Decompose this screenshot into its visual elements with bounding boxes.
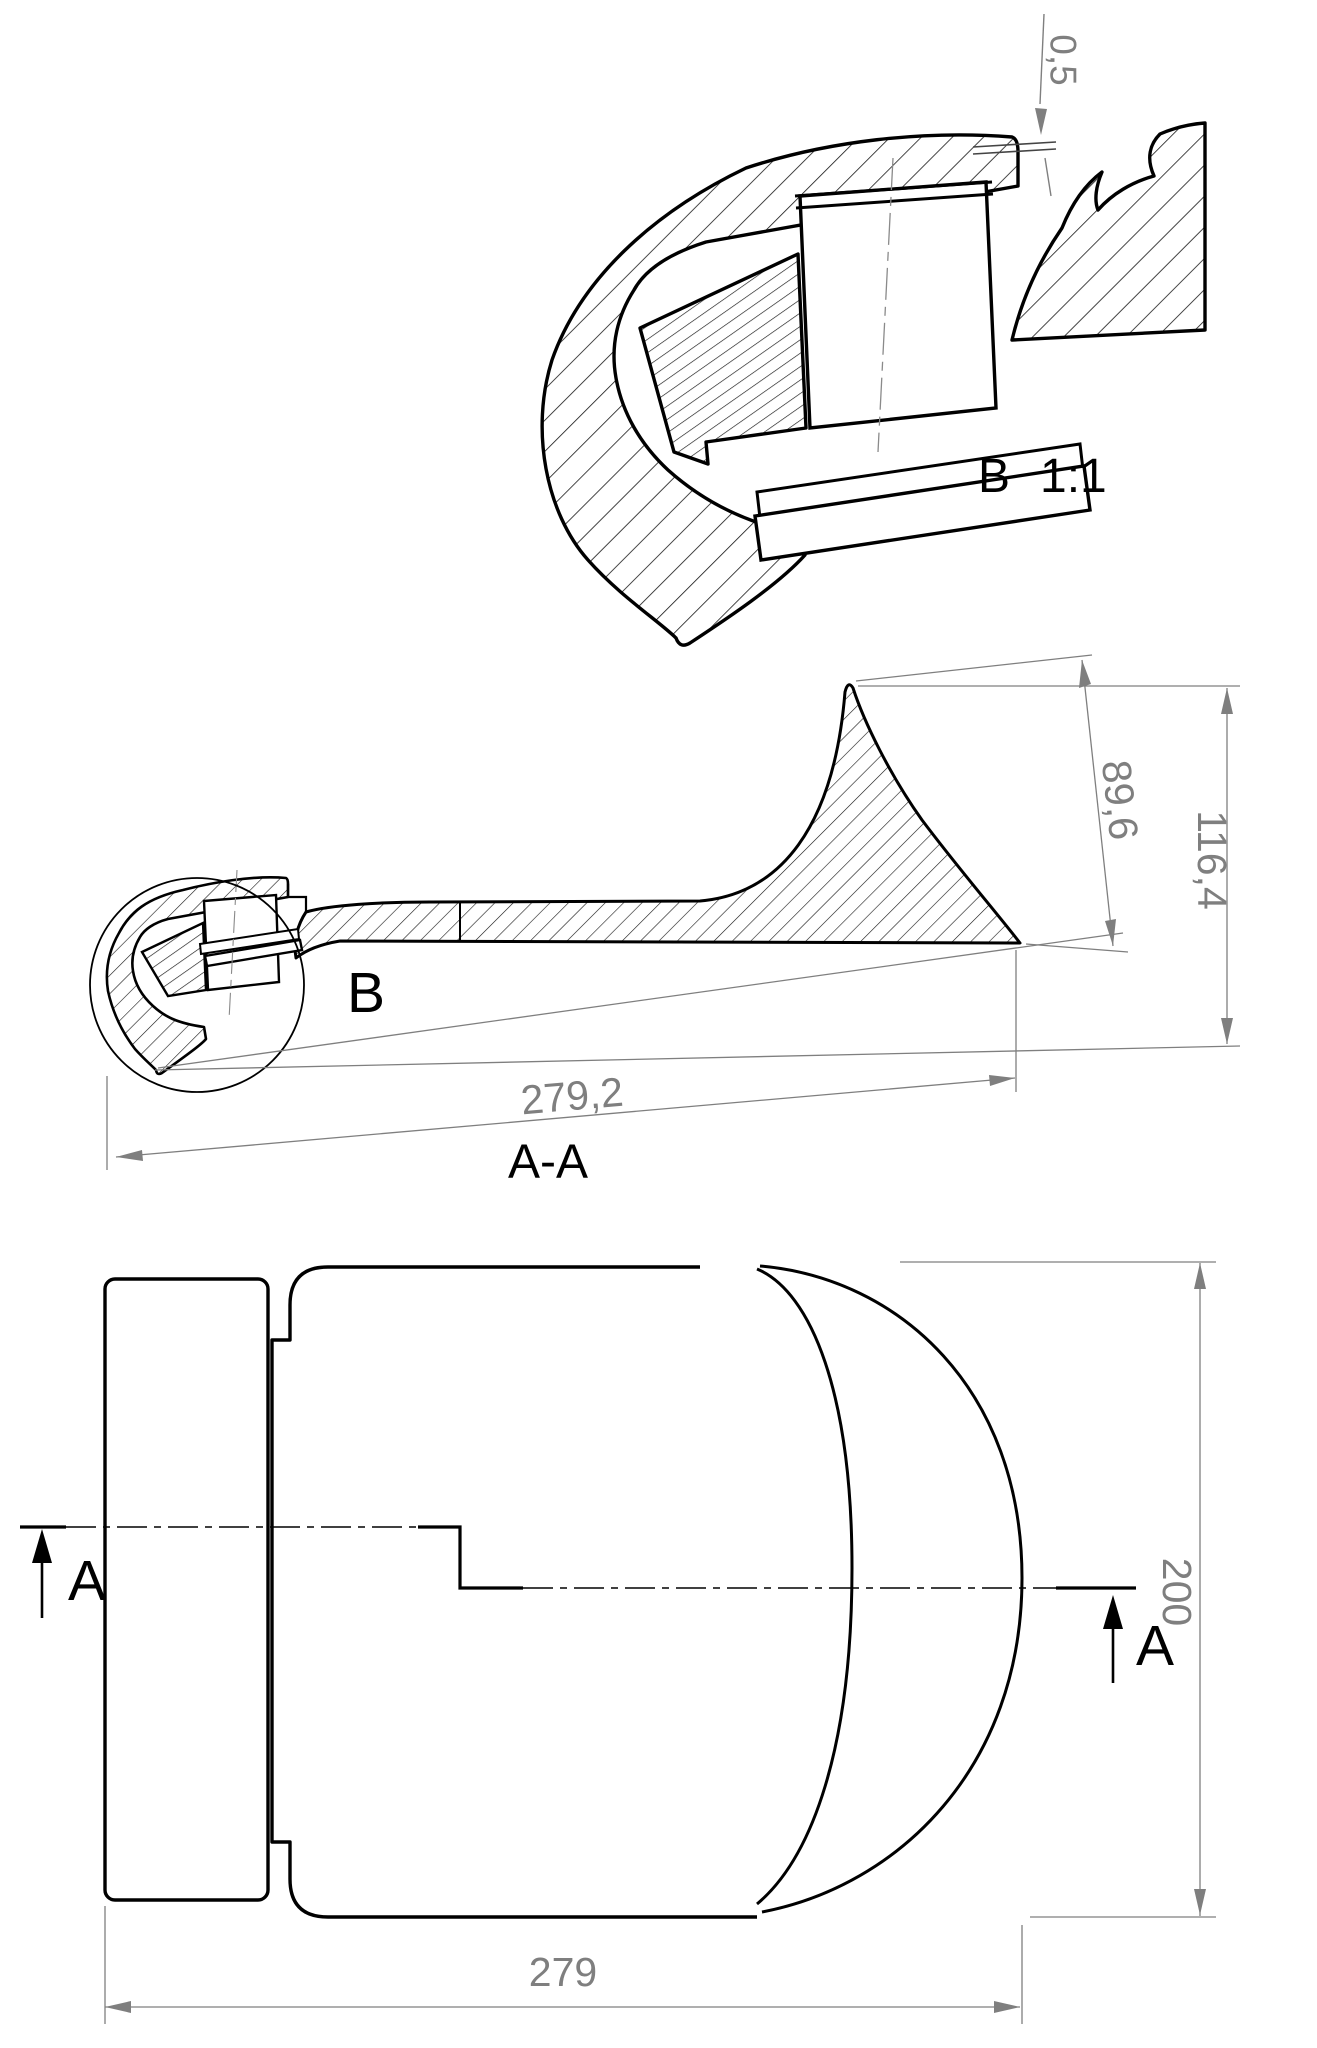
detail-clamp-hatch: [638, 252, 808, 466]
dim-gap-arrow: [1035, 108, 1047, 135]
section-hook: [105, 876, 290, 1076]
plan-section-cut-line: [20, 1525, 1136, 1590]
dim-upper-height: 89,6: [1079, 659, 1147, 947]
detail-mating-part: [1010, 121, 1207, 342]
detail-title-scale: 1:1: [1040, 450, 1107, 503]
plan-left-plate: [103, 1277, 270, 1902]
detail-bolt-centerline: [877, 157, 894, 453]
section-arrow-left-label: A: [68, 1549, 106, 1613]
dim-plan-width: 200: [900, 1261, 1216, 1918]
dim-overall-height-value: 116,4: [1189, 810, 1235, 910]
dim-section-length-value: 279,2: [519, 1069, 625, 1124]
dim-gap-line-upper: [1039, 13, 1045, 105]
plan-body-outline: [270, 1265, 757, 1919]
detail-rim-section: [540, 133, 1020, 647]
dim-section-length: 279,2: [115, 1069, 1016, 1161]
detail-flange-plate: [753, 464, 1092, 562]
dim-plan-length: 279: [104, 1906, 1023, 2024]
detail-bolt-top-line-2: [795, 192, 994, 210]
dim-plan-length-value: 279: [529, 1949, 597, 1995]
dim-upper-height-value: 89,6: [1093, 758, 1147, 842]
section-arrow-right-label: A: [1136, 1614, 1174, 1678]
detail-circle-b: [89, 877, 305, 1093]
dim-gap: 0,5: [1035, 13, 1084, 197]
dim-gap-line-lower: [1044, 157, 1052, 197]
section-hook-centerline: [228, 869, 238, 1021]
detail-marker-b: B: [347, 961, 385, 1025]
plan-inner-curve: [756, 1267, 854, 1906]
plan-view: A A 200 279: [20, 1261, 1216, 2024]
detail-gap-face-upper: [972, 141, 1057, 148]
detail-title-letter: B: [978, 450, 1010, 503]
section-arrow-right: A: [1103, 1595, 1174, 1683]
detail-view-b: 0,5 B 1:1: [540, 13, 1207, 647]
dim-plan-width-value: 200: [1154, 1558, 1200, 1626]
section-body: [293, 683, 1022, 960]
section-arrow-left: A: [32, 1529, 106, 1618]
detail-bolt-body: [798, 180, 998, 430]
section-hook-step: [286, 884, 308, 912]
section-hook-flange: [203, 938, 304, 968]
section-extension-lines: [106, 654, 1241, 1170]
detail-gap-face-lower: [972, 148, 1057, 155]
plan-outer-curve: [759, 1264, 1024, 1914]
dim-gap-value: 0,5: [1043, 34, 1084, 85]
dim-overall-height: 116,4: [1189, 688, 1235, 1044]
detail-bolt-top-line-1: [794, 180, 993, 198]
section-view-a-a: B 89,6 116,4: [89, 654, 1241, 1189]
section-title: A-A: [508, 1136, 588, 1189]
section-hook-clamp-hatch: [140, 921, 208, 998]
